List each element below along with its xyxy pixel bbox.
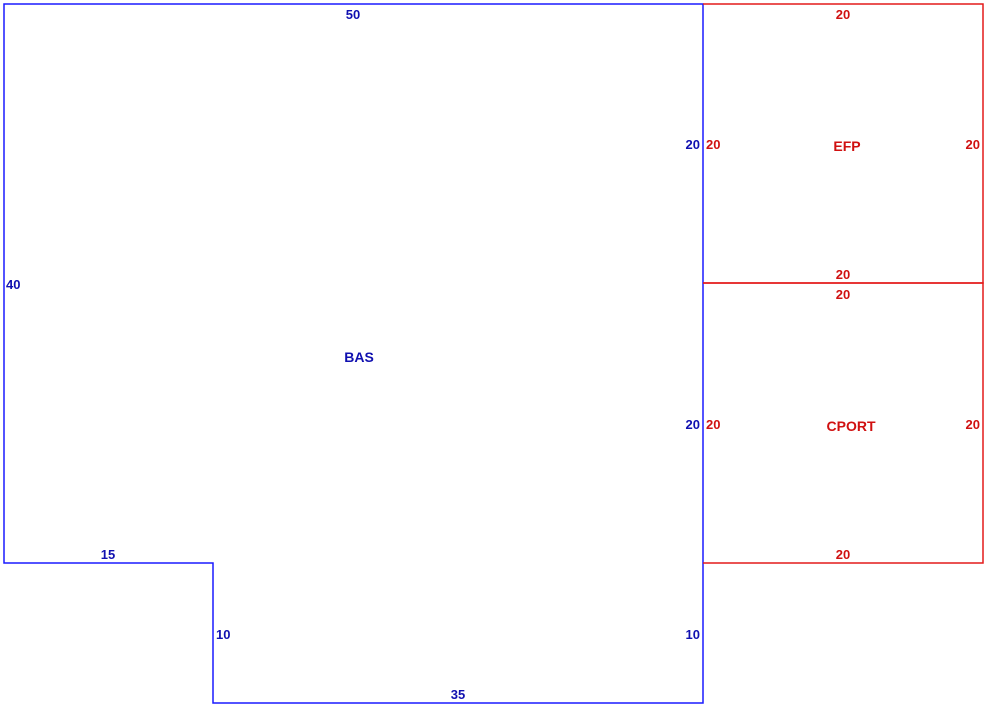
cport-outline bbox=[703, 282, 984, 564]
bas-dim-bottom: 35 bbox=[451, 687, 465, 702]
efp-dim-left: 20 bbox=[706, 137, 720, 152]
efp-dim-top: 20 bbox=[836, 7, 850, 22]
bas-dim-bottom-left: 15 bbox=[101, 547, 115, 562]
cport-dim-left: 20 bbox=[706, 417, 720, 432]
cport-dim-right: 20 bbox=[966, 417, 980, 432]
bas-dim-left: 40 bbox=[6, 277, 20, 292]
efp-area-label: EFP bbox=[833, 138, 860, 154]
bas-dim-right-lower: 10 bbox=[686, 627, 700, 642]
efp-dim-bottom: 20 bbox=[836, 267, 850, 282]
efp-dim-right: 20 bbox=[966, 137, 980, 152]
bas-dim-right-middle: 20 bbox=[686, 417, 700, 432]
bas-dim-top: 50 bbox=[346, 7, 360, 22]
bas-dim-right-upper: 20 bbox=[686, 137, 700, 152]
bas-area-label: BAS bbox=[344, 349, 374, 365]
cport-dim-bottom: 20 bbox=[836, 547, 850, 562]
bas-dim-notch-vertical: 10 bbox=[216, 627, 230, 642]
cport-dim-top: 20 bbox=[836, 287, 850, 302]
cport-area-label: CPORT bbox=[827, 418, 876, 434]
